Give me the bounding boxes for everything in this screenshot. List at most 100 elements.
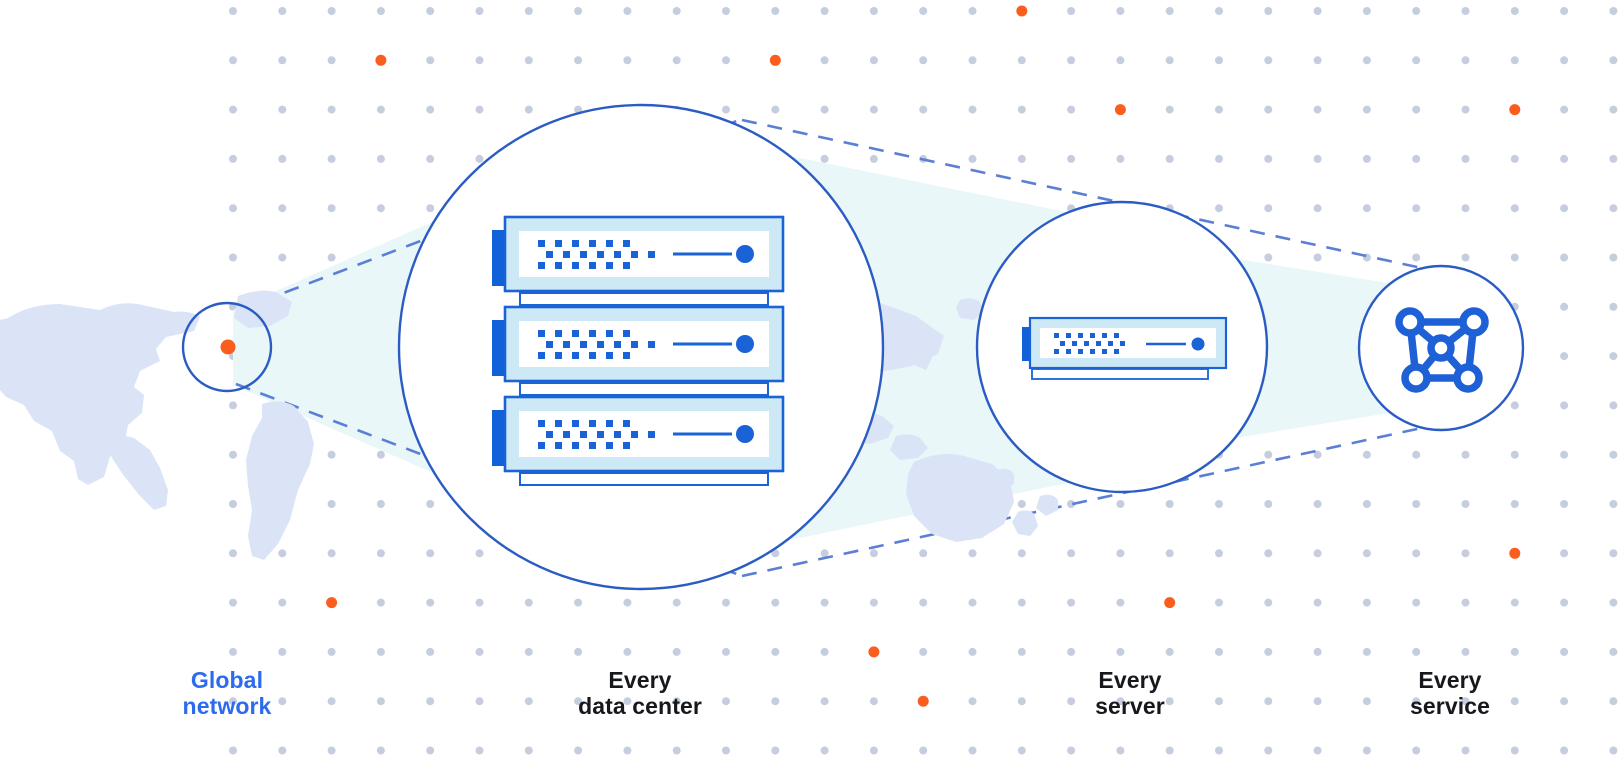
grid-dot — [1461, 7, 1470, 15]
grid-dot — [623, 697, 632, 706]
grid-dot — [1510, 647, 1519, 656]
grid-dot — [771, 598, 780, 607]
grid-dot — [869, 549, 878, 558]
grid-dot — [1609, 253, 1618, 262]
grid-dot — [968, 154, 977, 163]
single-server-unit — [1022, 316, 1228, 380]
grid-dot — [1116, 598, 1125, 607]
grid-dot — [1264, 647, 1273, 656]
grid-dot-accent — [769, 54, 781, 66]
grid-dot — [623, 598, 632, 607]
grid-dot — [1264, 204, 1273, 213]
grid-dot — [1165, 746, 1174, 755]
grid-dot — [1609, 352, 1618, 361]
grid-dot — [771, 746, 780, 755]
grid-dot — [1116, 154, 1125, 163]
grid-dot — [376, 598, 385, 607]
grid-dot — [1560, 253, 1569, 262]
grid-dot — [820, 598, 829, 607]
grid-dot — [1362, 697, 1371, 706]
grid-dot — [1313, 253, 1322, 262]
grid-dot — [1412, 746, 1421, 755]
grid-dot — [968, 56, 977, 65]
grid-dot — [771, 647, 780, 656]
grid-dot — [1609, 56, 1618, 65]
grid-dot — [475, 647, 484, 656]
stage-every-service[interactable] — [1357, 264, 1525, 432]
grid-dot — [869, 746, 878, 755]
grid-dot — [1017, 647, 1026, 656]
grid-dot — [820, 105, 829, 114]
grid-dot — [919, 598, 928, 607]
grid-dot — [820, 647, 829, 656]
grid-dot — [722, 746, 730, 755]
grid-dot — [327, 7, 336, 15]
grid-dot — [1510, 450, 1519, 459]
grid-dot — [1560, 647, 1569, 656]
grid-dot — [1412, 7, 1421, 15]
stage-every-data-center[interactable] — [397, 103, 885, 591]
grid-dot — [327, 647, 336, 656]
grid-dot — [1313, 549, 1322, 558]
grid-dot — [229, 56, 237, 65]
grid-dot — [1560, 105, 1569, 114]
grid-dot — [229, 204, 237, 213]
grid-dot — [1412, 204, 1421, 213]
map-focus-circle — [181, 301, 273, 393]
grid-dot — [524, 746, 533, 755]
grid-dot — [1362, 500, 1371, 508]
grid-dot — [919, 549, 928, 558]
grid-dot — [968, 598, 977, 607]
grid-dot — [426, 549, 435, 558]
grid-dot-accent — [326, 597, 338, 609]
grid-dot — [869, 154, 878, 163]
grid-dot — [1510, 253, 1519, 262]
grid-dot — [1461, 56, 1470, 65]
grid-dot-accent — [1509, 547, 1521, 559]
grid-dot — [574, 746, 583, 755]
grid-dot — [1609, 154, 1618, 163]
server-unit-2 — [492, 305, 785, 396]
grid-dot — [968, 746, 977, 755]
grid-dot — [376, 7, 385, 15]
grid-dot — [722, 598, 730, 607]
grid-dot — [1215, 154, 1223, 163]
grid-dot — [1461, 450, 1470, 459]
grid-dot — [1510, 204, 1519, 213]
grid-dot — [1215, 500, 1223, 508]
grid-dot — [1264, 7, 1273, 15]
grid-dot — [869, 697, 878, 706]
grid-dot — [278, 697, 287, 706]
grid-dot — [1165, 56, 1174, 65]
server-rail-bottom — [519, 472, 769, 486]
grid-dot — [1510, 697, 1519, 706]
server-led-matrix — [538, 330, 655, 359]
server-unit-3 — [492, 395, 785, 486]
server-status-dot — [736, 425, 754, 443]
grid-dot — [1017, 500, 1026, 508]
label-every-service: Every service — [1410, 667, 1490, 719]
grid-dot — [1609, 302, 1618, 311]
grid-dot — [1461, 598, 1470, 607]
stage-every-server[interactable] — [975, 200, 1269, 494]
grid-dot — [1264, 105, 1273, 114]
grid-dot — [278, 105, 287, 114]
grid-dot — [1264, 253, 1273, 262]
grid-dot — [376, 105, 385, 114]
grid-dot — [376, 154, 385, 163]
grid-dot — [1461, 549, 1470, 558]
grid-dot — [1264, 549, 1273, 558]
grid-dot — [1609, 500, 1618, 508]
grid-dot — [426, 204, 435, 213]
grid-dot — [1313, 105, 1322, 114]
label-global-network: Global network — [182, 667, 272, 719]
grid-dot — [1362, 549, 1371, 558]
grid-dot — [919, 7, 928, 15]
grid-dot — [672, 598, 681, 607]
grid-dot — [475, 7, 484, 15]
grid-dot — [1412, 56, 1421, 65]
grid-dot — [229, 401, 237, 410]
grid-dot — [1412, 450, 1421, 459]
